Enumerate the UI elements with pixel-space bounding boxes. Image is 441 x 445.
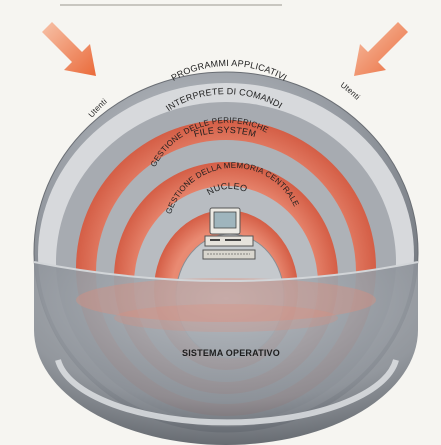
file-system-label: FILE SYSTEM	[193, 125, 257, 139]
orange-band-reflection	[76, 278, 376, 322]
arrow-down-left-icon	[354, 22, 408, 76]
base-ring	[55, 359, 399, 426]
computer-icon	[202, 207, 256, 260]
arrow-down-right-icon	[42, 22, 96, 76]
users-right-label: Utenti	[339, 80, 362, 101]
equator-rim	[33, 261, 419, 282]
lower-shell	[34, 262, 418, 445]
orange-band-reflection-inner	[114, 304, 338, 332]
operating-system-label: SISTEMA OPERATIVO	[182, 348, 280, 358]
scan-artifact	[60, 4, 282, 6]
